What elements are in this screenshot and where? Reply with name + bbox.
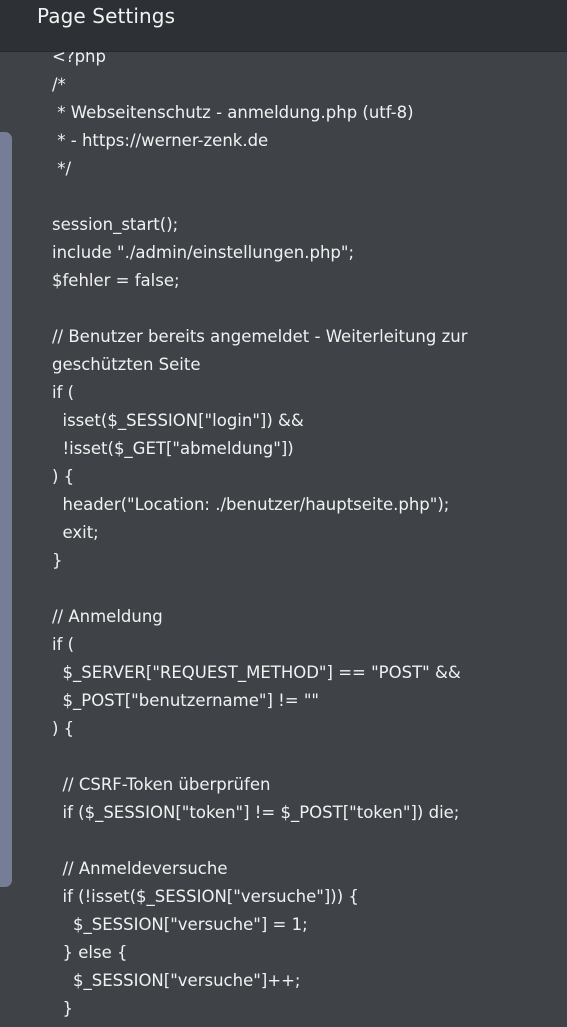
code-line: } xyxy=(52,551,63,570)
code-line: ) { xyxy=(52,467,75,486)
code-line: // Benutzer bereits angemeldet - Weiterl… xyxy=(52,327,468,346)
code-line xyxy=(52,295,557,323)
code-line: * - https://werner-zenk.de xyxy=(52,131,269,150)
vertical-scrollbar-thumb[interactable] xyxy=(0,132,12,887)
code-line: if ( xyxy=(52,383,75,402)
code-line: // CSRF-Token überprüfen xyxy=(52,775,271,794)
code-line: if ( xyxy=(52,635,75,654)
code-line: session_start(); xyxy=(52,215,179,234)
code-line: */ xyxy=(52,159,72,178)
page-title: Page Settings xyxy=(37,4,176,28)
code-line: ) { xyxy=(52,719,75,738)
code-line: * Webseitenschutz - anmeldung.php (utf-8… xyxy=(52,103,414,122)
titlebar: Page Settings xyxy=(0,0,567,52)
code-line xyxy=(52,575,557,603)
code-line xyxy=(52,827,557,855)
code-editor[interactable]: <?php /* * Webseitenschutz - anmeldung.p… xyxy=(52,43,557,1027)
code-line: } else { xyxy=(52,943,128,962)
code-line: $_SERVER["REQUEST_METHOD"] == "POST" && xyxy=(52,663,461,682)
code-line: exit; xyxy=(52,523,99,542)
code-line: if (!isset($_SESSION["versuche"])) { xyxy=(52,887,359,906)
code-line xyxy=(52,743,557,771)
code-line: $_SESSION["versuche"]++; xyxy=(52,971,301,990)
code-line: isset($_SESSION["login"]) && xyxy=(52,411,304,430)
code-line xyxy=(52,183,557,211)
code-line: /* xyxy=(52,75,66,94)
code-line: $_POST["benutzername"] != "" xyxy=(52,691,319,710)
code-line: $_SESSION["versuche"] = 1; xyxy=(52,915,308,934)
code-line: // Anmeldeversuche xyxy=(52,859,228,878)
code-line: header("Location: ./benutzer/hauptseite.… xyxy=(52,495,450,514)
code-line: include "./admin/einstellungen.php"; xyxy=(52,243,355,262)
code-line: $fehler = false; xyxy=(52,271,180,290)
code-line: if ($_SESSION["token"] != $_POST["token"… xyxy=(52,803,460,822)
code-line: // Anmeldung xyxy=(52,607,163,626)
code-line: } xyxy=(52,999,73,1018)
code-line: geschützten Seite xyxy=(52,355,201,374)
code-line: !isset($_GET["abmeldung"]) xyxy=(52,439,294,458)
code-line xyxy=(52,1023,557,1027)
